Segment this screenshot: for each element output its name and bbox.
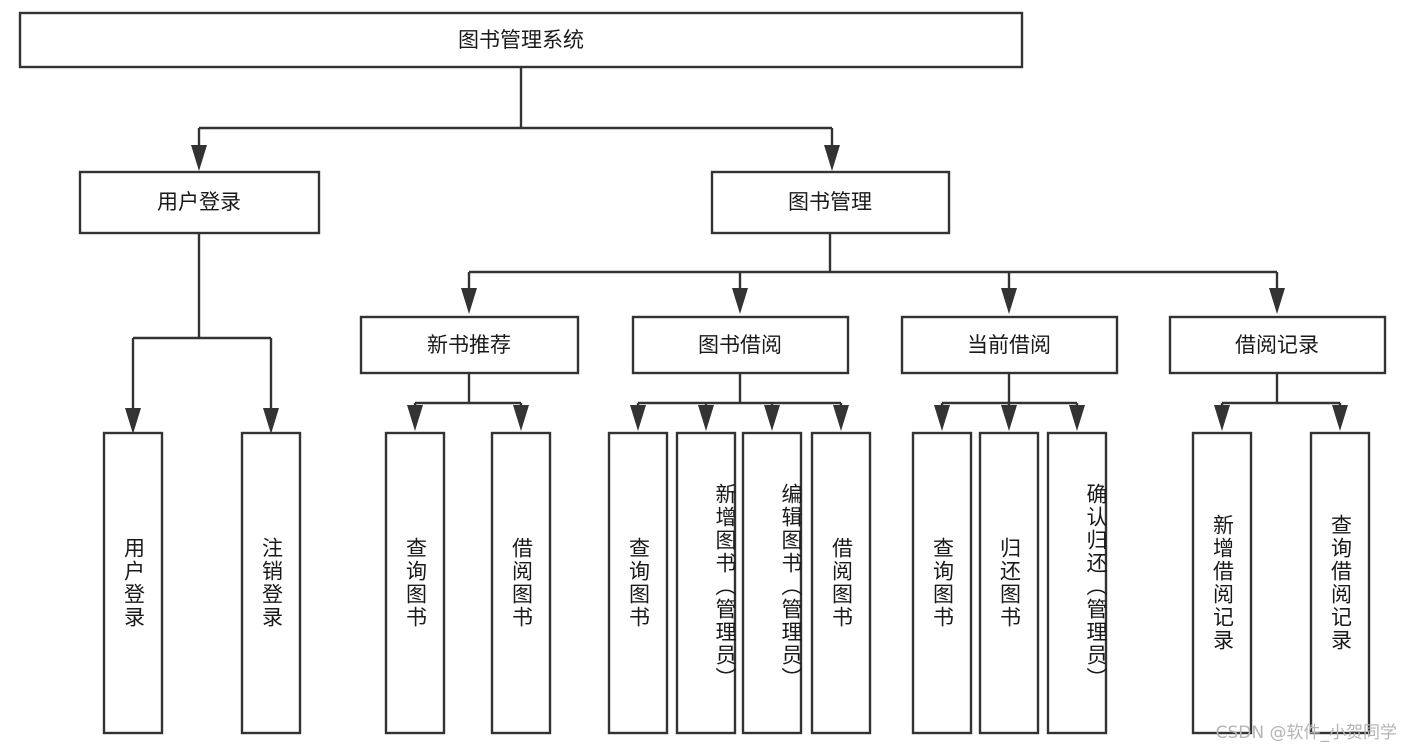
node-new-book-recommend-label: 新书推荐: [427, 333, 511, 357]
connector-new-book-recommend-to-leaves: [407, 373, 529, 431]
node-book-borrow[interactable]: 图书借阅: [631, 315, 850, 375]
arrow-head-icon: [1269, 288, 1285, 314]
node-user-login-label: 用户登录: [157, 190, 241, 214]
node-new-book-recommend[interactable]: 新书推荐: [359, 315, 580, 375]
node-leaf-query-book-1-box[interactable]: [384, 431, 446, 735]
node-current-borrow-box[interactable]: [900, 315, 1119, 375]
node-leaf-query-record-box[interactable]: [1309, 431, 1371, 735]
node-borrow-record-label: 借阅记录: [1235, 333, 1319, 357]
node-leaf-borrow-book-1-box[interactable]: [490, 431, 552, 735]
node-root-label: 图书管理系统: [458, 28, 584, 52]
node-leaf-add-book-box[interactable]: [675, 431, 737, 735]
arrow-head-icon: [732, 288, 748, 314]
connector-book-manage-to-level3: [461, 233, 1285, 314]
connector-borrow-record-to-leaves: [1214, 373, 1348, 431]
node-current-borrow[interactable]: 当前借阅: [900, 315, 1119, 375]
node-borrow-record[interactable]: 借阅记录: [1168, 315, 1387, 375]
node-leaf-confirm-return-box[interactable]: [1046, 431, 1108, 735]
node-leaf-user-login-box[interactable]: [102, 431, 164, 735]
arrow-head-icon: [698, 405, 714, 431]
node-book-manage[interactable]: 图书管理: [710, 170, 951, 235]
node-book-manage-label: 图书管理: [788, 190, 872, 214]
arrow-head-icon: [1001, 288, 1017, 314]
node-leaf-borrow-book-2-box[interactable]: [810, 431, 872, 735]
connector-current-borrow-to-leaves: [934, 373, 1085, 431]
node-leaf-add-record-box[interactable]: [1191, 431, 1253, 735]
connector-root-to-level2: [191, 67, 840, 171]
arrow-head-icon: [513, 405, 529, 431]
node-user-login[interactable]: 用户登录: [78, 170, 321, 235]
arrow-head-icon: [1214, 405, 1230, 431]
arrow-head-icon: [191, 145, 207, 171]
node-leaf-edit-book-box[interactable]: [741, 431, 803, 735]
arrow-head-icon: [407, 405, 423, 431]
arrow-head-icon: [1332, 405, 1348, 431]
node-new-book-recommend-box[interactable]: [359, 315, 580, 375]
node-user-login-box[interactable]: [78, 170, 321, 235]
arrow-head-icon: [833, 405, 849, 431]
connector-user-login-to-leaves: [125, 233, 279, 434]
arrow-head-icon: [824, 145, 840, 171]
arrow-head-icon: [1069, 405, 1085, 431]
node-current-borrow-label: 当前借阅: [967, 333, 1051, 357]
arrow-head-icon: [764, 405, 780, 431]
node-leaf-query-book-2-box[interactable]: [607, 431, 669, 735]
csdn-watermark: CSDN @软件_小贺同学: [1215, 723, 1397, 743]
node-leaf-query-book-3-box[interactable]: [911, 431, 973, 735]
arrow-head-icon: [630, 405, 646, 431]
arrow-head-icon: [263, 408, 279, 434]
arrow-head-icon: [934, 405, 950, 431]
arrow-head-icon: [1001, 405, 1017, 431]
arrow-head-icon: [125, 408, 141, 434]
node-leaf-return-book-box[interactable]: [978, 431, 1040, 735]
arrow-head-icon: [461, 288, 477, 314]
node-leaf-user-logout-box[interactable]: [240, 431, 302, 735]
node-root-box[interactable]: [18, 11, 1024, 69]
node-root[interactable]: 图书管理系统: [18, 11, 1024, 69]
node-book-borrow-label: 图书借阅: [698, 333, 782, 357]
connector-book-borrow-to-leaves: [630, 373, 849, 431]
